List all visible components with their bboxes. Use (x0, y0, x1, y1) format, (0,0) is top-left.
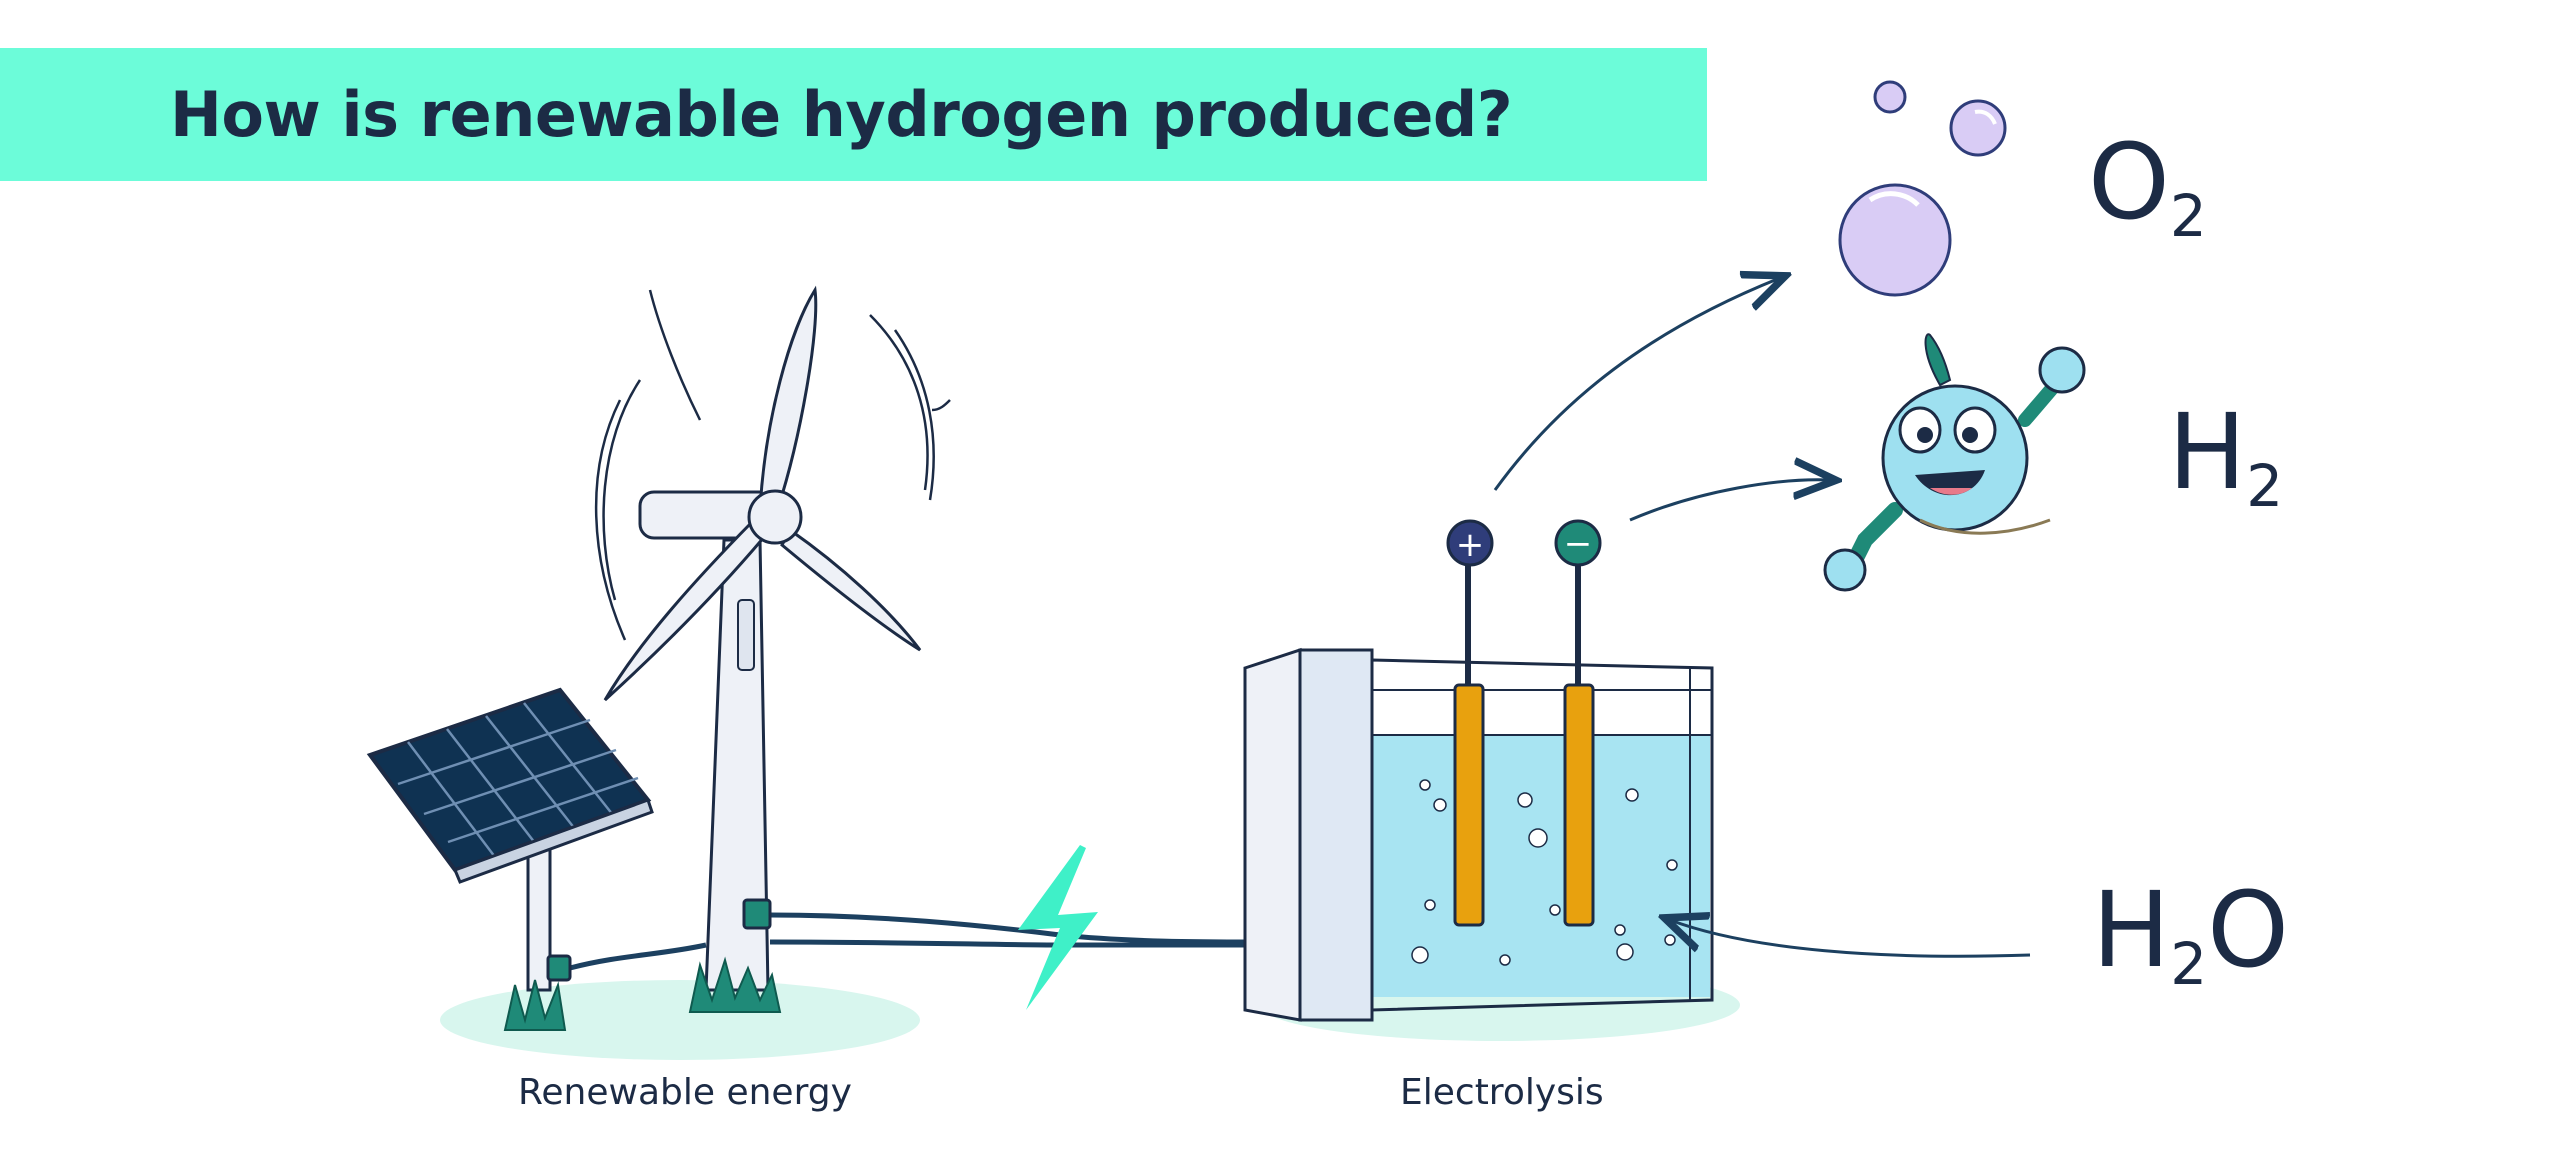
title-banner (0, 48, 1707, 181)
hydrogen-symbol: H (2168, 391, 2247, 513)
plug-icon (546, 954, 572, 982)
hydrogen-subscript: 2 (2246, 452, 2284, 520)
hydrogen-arrow (1629, 480, 1830, 522)
oxygen-arrow (1493, 278, 1780, 491)
anode-terminal (1446, 519, 1494, 567)
solar-panel-icon (366, 687, 654, 992)
anode-sign: + (1456, 525, 1485, 565)
cathode-terminal (1554, 519, 1602, 567)
oxygen-symbol: O (2088, 121, 2170, 243)
oxygen-formula: O2 (2088, 130, 2207, 245)
power-cables (569, 912, 1256, 971)
water-symbol-o: O (2207, 869, 2289, 991)
oxygen-subscript: 2 (2169, 182, 2207, 250)
electrolysis-tank-icon: + − (1243, 519, 1714, 1022)
electrolysis-caption: Electrolysis (1400, 1072, 1604, 1113)
water-formula: H2O (2092, 878, 2289, 993)
cathode-sign: − (1564, 524, 1593, 564)
cathode-electrode (1563, 683, 1595, 927)
renewable-energy-caption: Renewable energy (518, 1072, 852, 1113)
oxygen-bubbles-icon (1838, 80, 2007, 297)
grass-icon (503, 956, 782, 1031)
lightning-bolt-icon (1018, 845, 1098, 1010)
water-arrow (1670, 920, 2031, 958)
water-symbol-h: H (2092, 869, 2171, 991)
wind-turbine-icon (594, 285, 951, 992)
hydrogen-mascot-icon (1823, 333, 2086, 592)
page-title: How is renewable hydrogen produced? (170, 78, 1513, 151)
water-subscript: 2 (2170, 930, 2208, 998)
plug-icon (742, 898, 772, 930)
anode-electrode (1453, 683, 1485, 927)
hydrogen-formula: H2 (2168, 400, 2283, 515)
